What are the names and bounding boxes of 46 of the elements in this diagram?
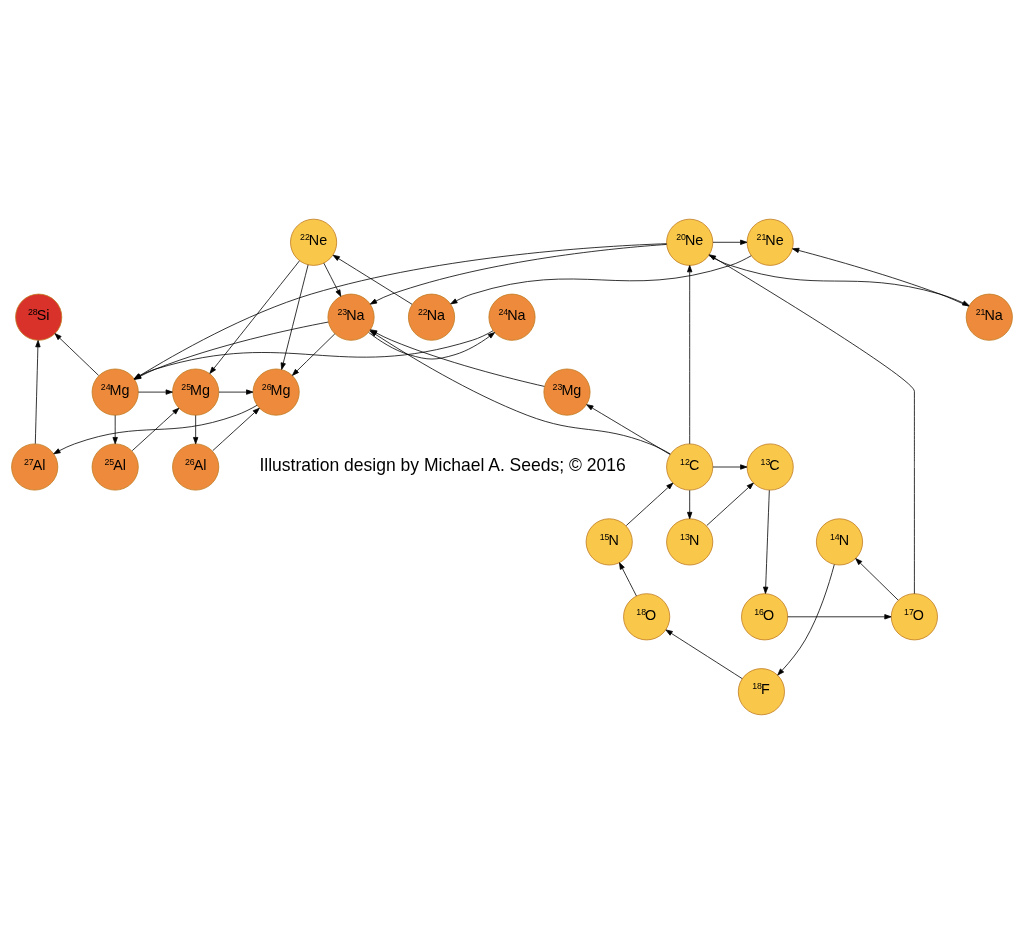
arrow bbox=[280, 263, 309, 370]
node-circle: $^{15}$N bbox=[585, 517, 633, 565]
arrow bbox=[218, 388, 254, 395]
node-circle: $^{13}$N bbox=[666, 517, 714, 565]
arrow bbox=[332, 254, 413, 305]
arrow bbox=[586, 403, 671, 455]
node-circle: $^{20}$Ne bbox=[666, 218, 714, 266]
arrow bbox=[34, 339, 41, 444]
arrow bbox=[787, 613, 892, 619]
arrow bbox=[855, 557, 899, 600]
arrow bbox=[131, 407, 180, 451]
node-circle: $^{23}$Mg bbox=[543, 368, 591, 416]
arrow bbox=[323, 262, 342, 297]
arrow bbox=[708, 253, 915, 594]
arrow bbox=[53, 404, 258, 454]
arrow bbox=[712, 239, 748, 245]
arrow bbox=[368, 331, 496, 359]
arrow bbox=[138, 388, 173, 395]
node-circle: $^{16}$O bbox=[741, 592, 789, 640]
arrow bbox=[619, 561, 637, 596]
node-circle: $^{21}$Na bbox=[965, 293, 1013, 341]
node-circle: $^{17}$O bbox=[890, 592, 938, 640]
arrow bbox=[292, 332, 336, 376]
arrow bbox=[625, 482, 674, 526]
label: Illustration design by Michael A. Seeds; © 2016 bbox=[259, 454, 626, 475]
arrow bbox=[763, 489, 770, 594]
node-circle: $^{24}$Mg bbox=[91, 368, 139, 416]
arrow bbox=[706, 482, 754, 526]
node-circle: $^{26}$Al bbox=[172, 443, 220, 490]
node-circle: $^{22}$Ne bbox=[290, 218, 338, 266]
arrow bbox=[777, 563, 835, 675]
arrow bbox=[712, 463, 748, 470]
arrow bbox=[112, 414, 118, 444]
arrow bbox=[792, 247, 970, 307]
arrow bbox=[193, 414, 199, 444]
node-circle: $^{25}$Al bbox=[91, 443, 139, 490]
arrow bbox=[212, 407, 260, 451]
arrow bbox=[665, 629, 743, 679]
arrow bbox=[209, 259, 300, 374]
node-circle: $^{21}$Ne bbox=[746, 218, 794, 266]
arrow bbox=[450, 254, 752, 304]
arrow bbox=[54, 332, 99, 376]
arrow bbox=[687, 489, 693, 519]
arrow bbox=[708, 254, 970, 306]
arrow bbox=[687, 264, 693, 444]
arrow bbox=[369, 243, 667, 305]
